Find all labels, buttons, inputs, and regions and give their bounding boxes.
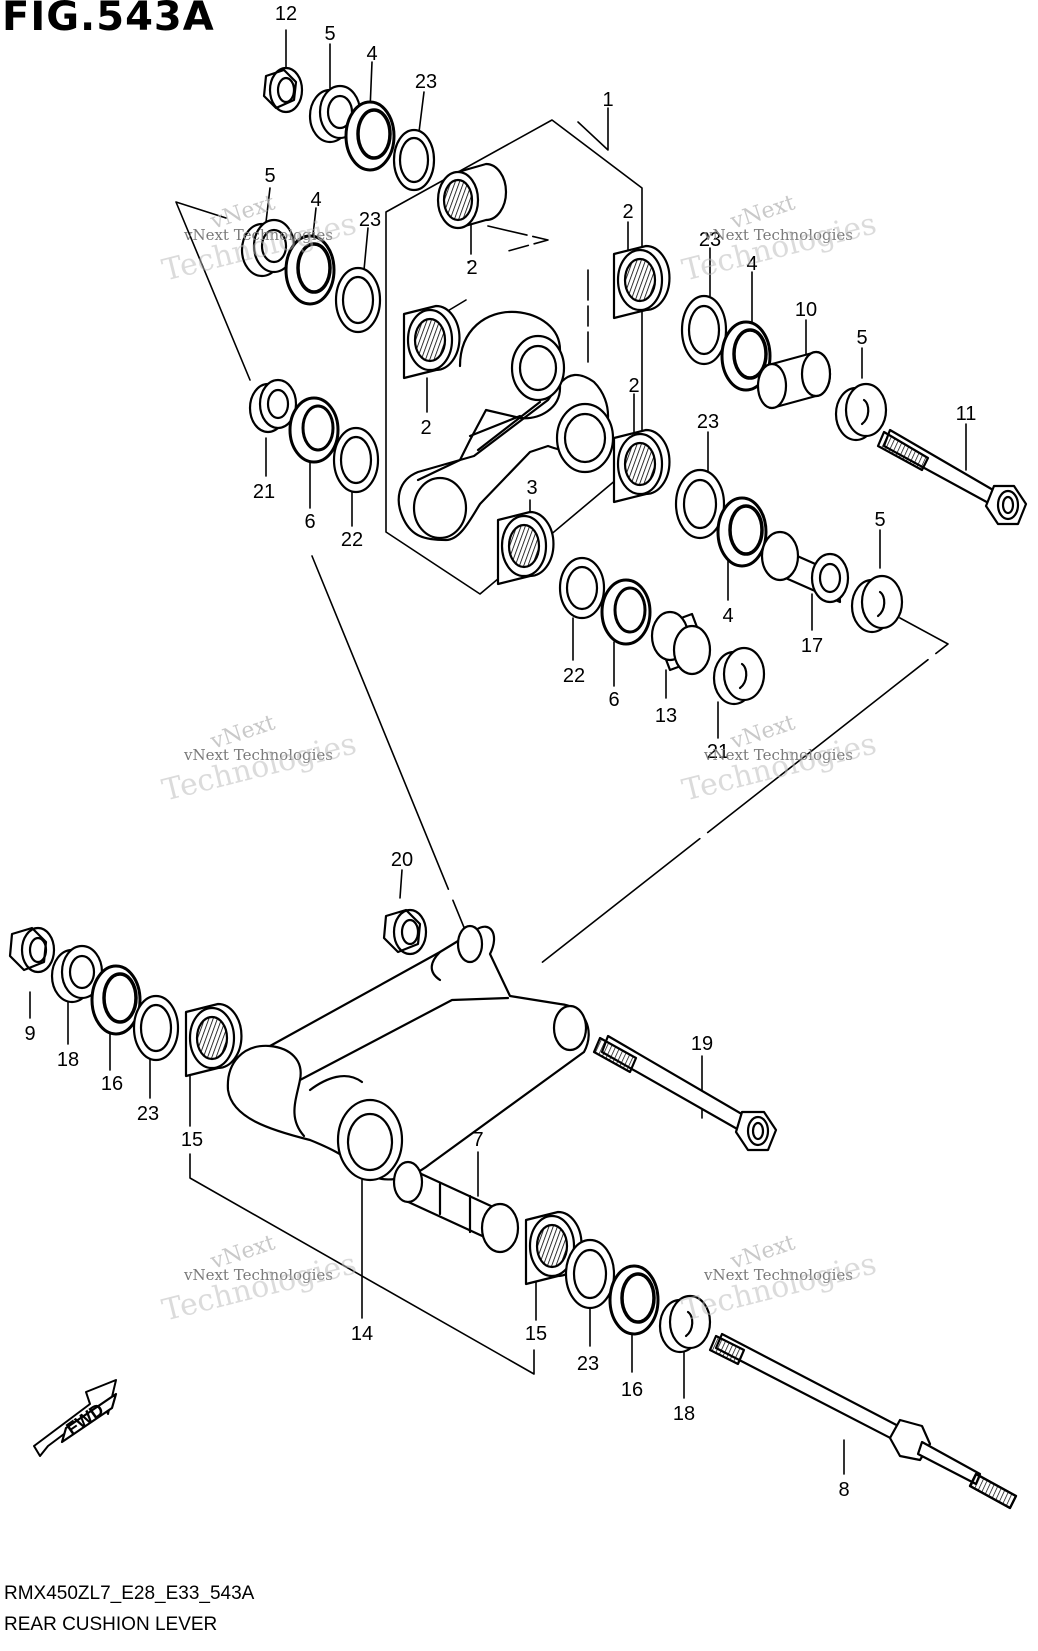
callout-22: 22 [563, 665, 585, 687]
callout-2: 2 [628, 375, 639, 397]
callout-10: 10 [795, 299, 817, 321]
callout-23: 23 [697, 411, 719, 433]
callout-14: 14 [351, 1323, 373, 1345]
callout-5: 5 [874, 509, 885, 531]
washer-23-top [392, 128, 436, 192]
model-code: RMX450ZL7_E28_E33_543A [4, 1583, 255, 1604]
bearing-2-left [402, 304, 461, 380]
figure-name: REAR CUSHION LEVER [4, 1614, 218, 1635]
washer-22-mid [558, 556, 606, 620]
washer-23-low-left [132, 994, 180, 1062]
washer-23-left [334, 266, 382, 334]
callout-2: 2 [420, 417, 431, 439]
flange-nut-9 [8, 926, 56, 974]
washer-23-bottom [564, 1238, 616, 1310]
collar-21-left [248, 378, 298, 434]
cushion-lever-14 [226, 924, 590, 1182]
callout-20: 20 [391, 849, 413, 871]
callout-12: 12 [275, 3, 297, 25]
fwd-arrow [33, 1379, 118, 1457]
assembly-lines [175, 119, 949, 1375]
callout-22: 22 [341, 529, 363, 551]
callout-17: 17 [801, 635, 823, 657]
seal-4-top [344, 100, 396, 172]
bearing-2-top [436, 162, 508, 230]
callout-23: 23 [137, 1103, 159, 1125]
bearing-2-right-bottom [612, 428, 671, 504]
seal-6-left [288, 396, 340, 464]
collar-18-right [658, 1294, 712, 1354]
callout-19: 19 [691, 1033, 713, 1055]
collar-21-mid [712, 646, 766, 706]
callout-4: 4 [366, 43, 377, 65]
callout-18: 18 [57, 1049, 79, 1071]
bolt-19 [592, 1034, 778, 1152]
bearing-3 [496, 510, 555, 586]
washer-23-right [680, 294, 728, 366]
seal-16-right [608, 1264, 660, 1336]
bolt-11 [876, 428, 1028, 526]
collar-10 [756, 350, 832, 410]
callout-16: 16 [621, 1379, 643, 1401]
callout-23: 23 [577, 1353, 599, 1375]
collar-7 [392, 1160, 520, 1254]
callout-7: 7 [472, 1129, 483, 1151]
callout-5: 5 [856, 327, 867, 349]
leader-lines [29, 29, 967, 1475]
collar-5-left [240, 218, 296, 278]
callout-4: 4 [310, 189, 321, 211]
washer-23-right-low [674, 468, 726, 540]
flange-nut-20 [382, 908, 428, 956]
collar-5-right [834, 382, 888, 442]
flange-nut-12 [262, 66, 304, 114]
collar-5-right-low [850, 574, 904, 634]
callout-23: 23 [699, 229, 721, 251]
bearing-2-right-top [612, 244, 671, 320]
bearing-15-left [184, 1002, 243, 1078]
callout-4: 4 [746, 253, 757, 275]
callout-6: 6 [608, 689, 619, 711]
callout-23: 23 [415, 71, 437, 93]
cushion-rod-1 [397, 310, 615, 542]
callout-4: 4 [722, 605, 733, 627]
callout-16: 16 [101, 1073, 123, 1095]
callout-2: 2 [622, 201, 633, 223]
seal-4-right [720, 320, 772, 392]
figure-title: FIG.543A [2, 0, 215, 40]
collar-18-left [50, 944, 104, 1004]
collar-13 [650, 610, 712, 676]
callout-8: 8 [838, 1479, 849, 1501]
callout-5: 5 [264, 165, 275, 187]
callout-21: 21 [253, 481, 275, 503]
callout-23: 23 [359, 209, 381, 231]
seal-16-left [90, 964, 142, 1036]
callout-1: 1 [602, 89, 613, 111]
bolt-8 [708, 1332, 1018, 1510]
seal-6-mid [600, 578, 652, 646]
callout-3: 3 [526, 477, 537, 499]
callout-5: 5 [324, 23, 335, 45]
callout-11: 11 [956, 403, 977, 425]
seal-4-right-low [716, 496, 768, 568]
seal-4-left [284, 234, 336, 306]
callout-21: 21 [707, 741, 729, 763]
callout-2: 2 [466, 257, 477, 279]
callout-6: 6 [304, 511, 315, 533]
callout-18: 18 [673, 1403, 695, 1425]
callout-15: 15 [181, 1129, 203, 1151]
callout-15: 15 [525, 1323, 547, 1345]
callout-labels: 12 5 4 23 1 5 4 23 2 2 2 2 23 4 10 5 11 … [24, 3, 976, 1501]
washer-22-left [332, 426, 380, 494]
collar-17 [760, 530, 850, 604]
callout-9: 9 [24, 1023, 35, 1045]
callout-13: 13 [655, 705, 677, 727]
